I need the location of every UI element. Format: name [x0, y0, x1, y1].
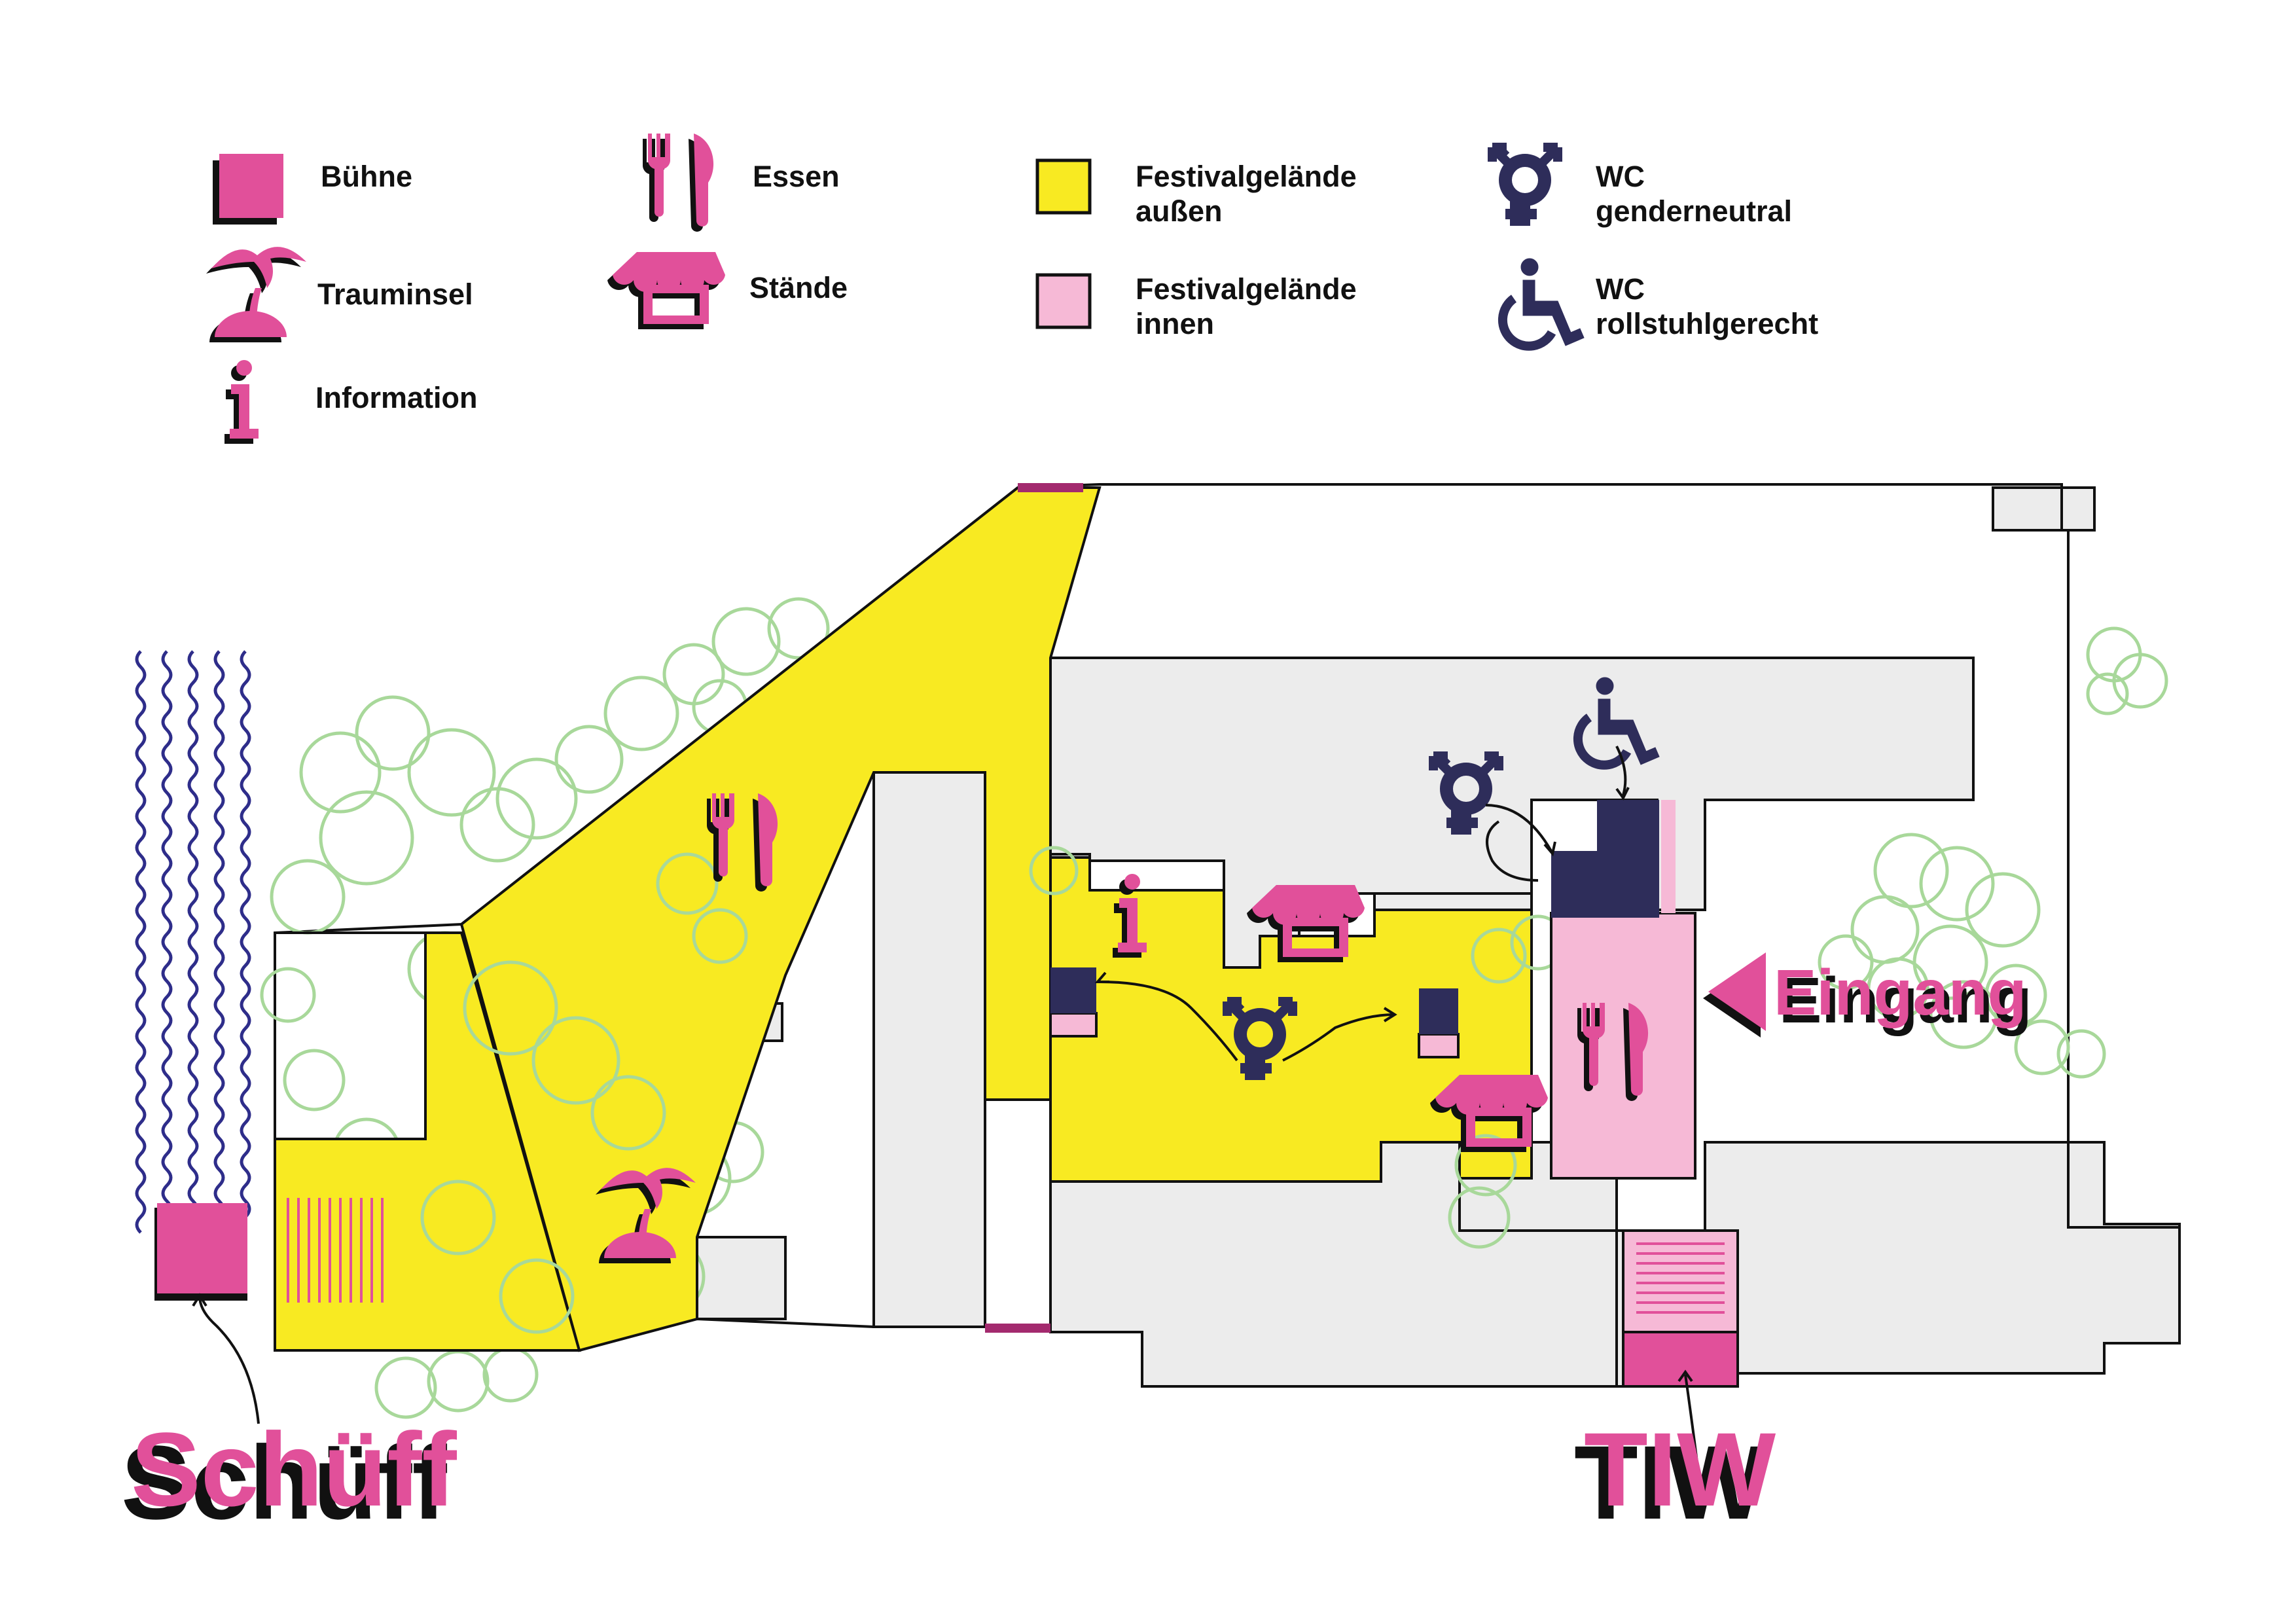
festival-area-outside [274, 486, 1533, 1352]
building-small-1 [696, 1236, 787, 1320]
legend-label-wc-rolli-1: WC [1596, 272, 1645, 306]
legend-label-trauminsel: Trauminsel [317, 278, 473, 311]
venue-left-shadow: Schüff [121, 1424, 447, 1541]
building-long [872, 771, 986, 1328]
legend-label-information: Information [315, 381, 477, 414]
trees-overlay [420, 846, 1566, 1334]
legend-label-festival-aussen-2: außen [1136, 194, 1223, 228]
venue-right-shadow: TIW [1574, 1424, 1766, 1541]
legend-label-staende: Stände [749, 271, 848, 304]
legend: Bühne Essen Festivalgelände außen WC gen… [206, 134, 1818, 444]
festival-area-inside [1049, 800, 1739, 1388]
legend-label-festival-innen-2: innen [1136, 307, 1214, 340]
gate-north [1018, 483, 1083, 492]
legend-label-wc-gender-1: WC [1596, 160, 1645, 193]
market-stall-icon [607, 252, 725, 329]
building-corner [1992, 486, 2096, 532]
palm-island-icon [206, 247, 306, 342]
pink-area-swatch [1035, 273, 1092, 329]
connector-arrows [192, 746, 1700, 1473]
stage-stripes [287, 1198, 384, 1303]
stage-square-icon [219, 154, 283, 218]
legend-label-wc-gender-2: genderneutral [1596, 194, 1792, 228]
legend-label-essen: Essen [753, 160, 840, 193]
information-icon [224, 360, 259, 444]
entrance-arrow-icon [1703, 952, 1766, 1038]
yellow-area-swatch [1035, 158, 1092, 215]
stage-stripes-tiw [1636, 1242, 1725, 1314]
legend-label-buehne: Bühne [321, 160, 412, 193]
wc-blocks [1050, 800, 1659, 1034]
stage-schueff [154, 1203, 247, 1301]
entrance-label-shadow: Eingang [1779, 964, 2032, 1036]
gate-south [985, 1324, 1050, 1333]
legend-label-festival-aussen-1: Festivalgelände [1136, 160, 1357, 193]
venue-left-label: Schüff [131, 1411, 457, 1528]
trees-right [1818, 626, 2168, 1079]
site-plan: Eingang Eingang Schüff Schüff TIW TIW [121, 483, 2181, 1541]
legend-label-festival-innen-1: Festivalgelände [1136, 272, 1357, 306]
wheelchair-icon [1503, 259, 1584, 346]
gender-neutral-icon [1492, 147, 1558, 226]
venue-right-label: TIW [1584, 1411, 1776, 1528]
water-waves [135, 650, 251, 1234]
entrance-label: Eingang [1774, 956, 2027, 1028]
fork-knife-icon [642, 134, 714, 232]
legend-label-wc-rolli-2: rollstuhlgerecht [1596, 307, 1818, 340]
stage-legend-icon [213, 154, 283, 225]
